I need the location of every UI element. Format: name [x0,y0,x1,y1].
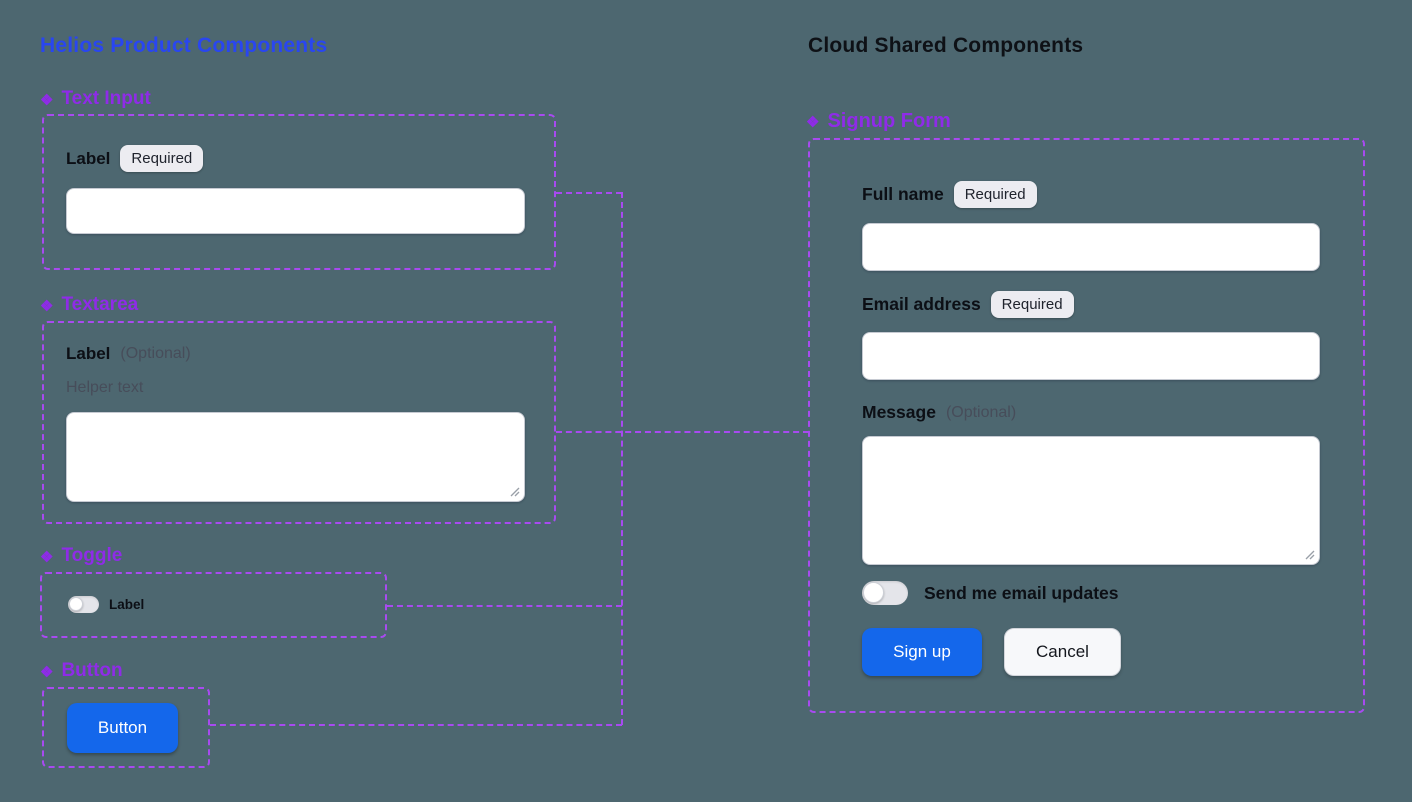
connector-bus [621,192,623,725]
message-textarea[interactable] [862,436,1320,565]
full-name-label: Full name [862,184,944,204]
component-frame-text-input [42,114,556,270]
component-diamond-icon: ❖ [40,91,54,109]
message-label: Message [862,402,936,422]
component-heading-signup-form[interactable]: ❖ Signup Form [806,110,951,133]
sample-button[interactable]: Button [67,703,178,753]
full-name-input[interactable] [862,223,1320,271]
connector-textarea-to-form [556,431,809,433]
resize-grip-icon[interactable] [1303,548,1315,560]
textarea-helper-text: Helper text [66,379,144,396]
toggle-knob [69,597,83,611]
cancel-button[interactable]: Cancel [1004,628,1121,676]
component-heading-toggle[interactable]: ❖ Toggle [40,545,122,567]
optional-tag: (Optional) [120,345,191,362]
email-label: Email address [862,294,981,314]
email-input[interactable] [862,332,1320,380]
required-badge: Required [953,181,1037,208]
connector-toggle [387,605,622,607]
component-heading-button[interactable]: ❖ Button [40,660,123,682]
connector-text-input [556,192,622,194]
component-heading-text-input[interactable]: ❖ Text Input [40,88,151,110]
resize-grip-icon[interactable] [508,485,520,497]
required-badge: Required [990,291,1074,318]
toggle-label: Label [109,597,145,612]
component-diamond-icon: ❖ [40,663,54,681]
component-frame-textarea [42,321,556,524]
connector-button [210,724,622,726]
textarea-label: Label [66,344,111,363]
component-diamond-icon: ❖ [40,297,54,315]
component-heading-label: Signup Form [827,110,951,132]
text-input-field[interactable] [66,188,525,234]
component-heading-label: Toggle [61,545,123,566]
email-updates-toggle[interactable] [862,581,908,605]
text-input-label: Label [66,148,111,168]
toggle-switch[interactable] [68,596,99,613]
textarea-field[interactable] [66,412,525,502]
left-library-title: Helios Product Components [40,34,328,57]
component-heading-label: Button [61,660,123,681]
component-diamond-icon: ❖ [40,548,54,566]
required-badge: Required [120,145,204,172]
component-frame-button [42,687,210,768]
component-heading-label: Textarea [61,294,139,315]
optional-tag: (Optional) [945,403,1017,421]
email-updates-label: Send me email updates [924,582,1119,603]
toggle-knob [863,582,884,603]
component-heading-textarea[interactable]: ❖ Textarea [40,294,138,316]
component-frame-toggle [40,572,387,638]
component-frame-signup-form [808,138,1365,713]
sign-up-button[interactable]: Sign up [862,628,982,676]
component-heading-label: Text Input [61,88,151,109]
right-library-title: Cloud Shared Components [808,34,1084,57]
component-diamond-icon: ❖ [806,114,820,131]
